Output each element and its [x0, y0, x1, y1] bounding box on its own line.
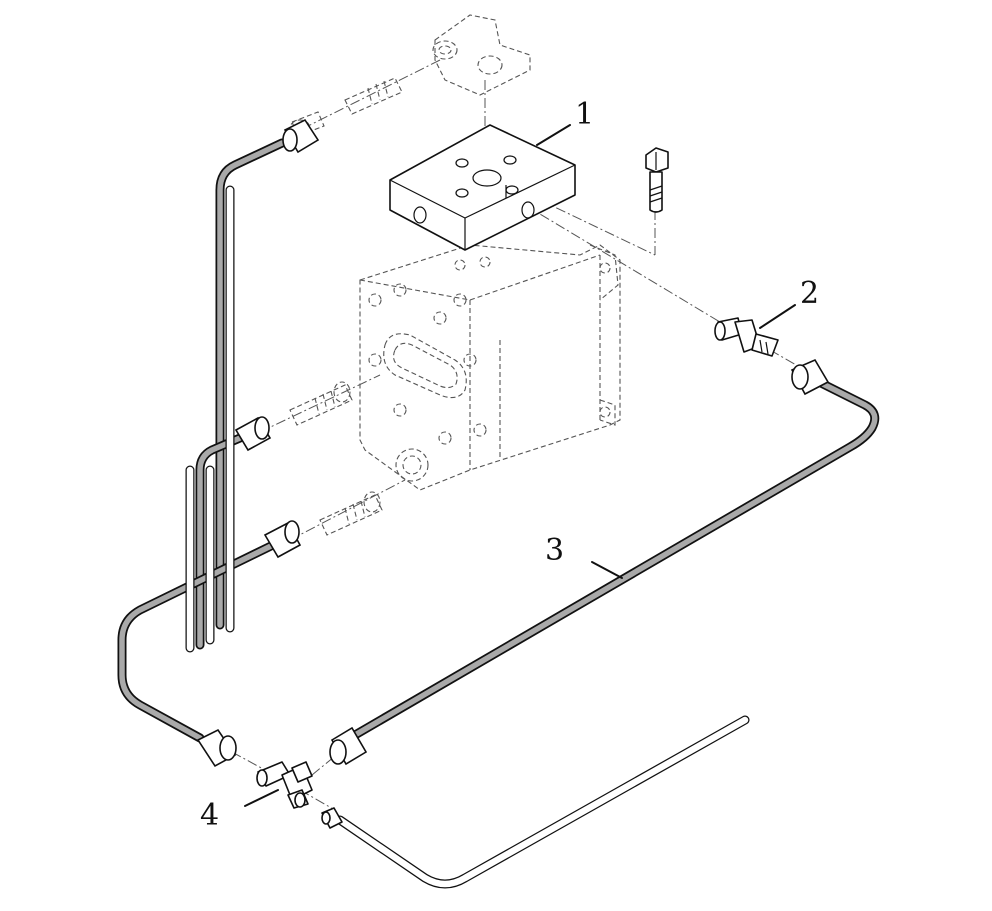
- callout-2: 2: [800, 276, 819, 311]
- leader-lines: [244, 124, 796, 807]
- centerlines: [231, 199, 806, 811]
- tube-left-ends: [185, 185, 235, 653]
- tube-drain: [335, 715, 750, 889]
- adapter-phantom-mid: [259, 374, 406, 541]
- callout-1: 1: [575, 97, 594, 132]
- callout-3: 3: [545, 533, 564, 568]
- tee-fitting-part-4: [256, 761, 343, 829]
- bolt: [645, 147, 669, 213]
- tube-return-part-3: [350, 375, 880, 740]
- tube-inlet-lower: [117, 540, 278, 743]
- tube-nuts: [196, 118, 830, 768]
- pump-housing-phantom: [359, 244, 621, 491]
- valve-block-part-1: [389, 124, 576, 251]
- callout-4: 4: [200, 798, 219, 833]
- tube-left-vertical: [195, 138, 287, 650]
- adapter-fitting-part-2: [714, 317, 779, 357]
